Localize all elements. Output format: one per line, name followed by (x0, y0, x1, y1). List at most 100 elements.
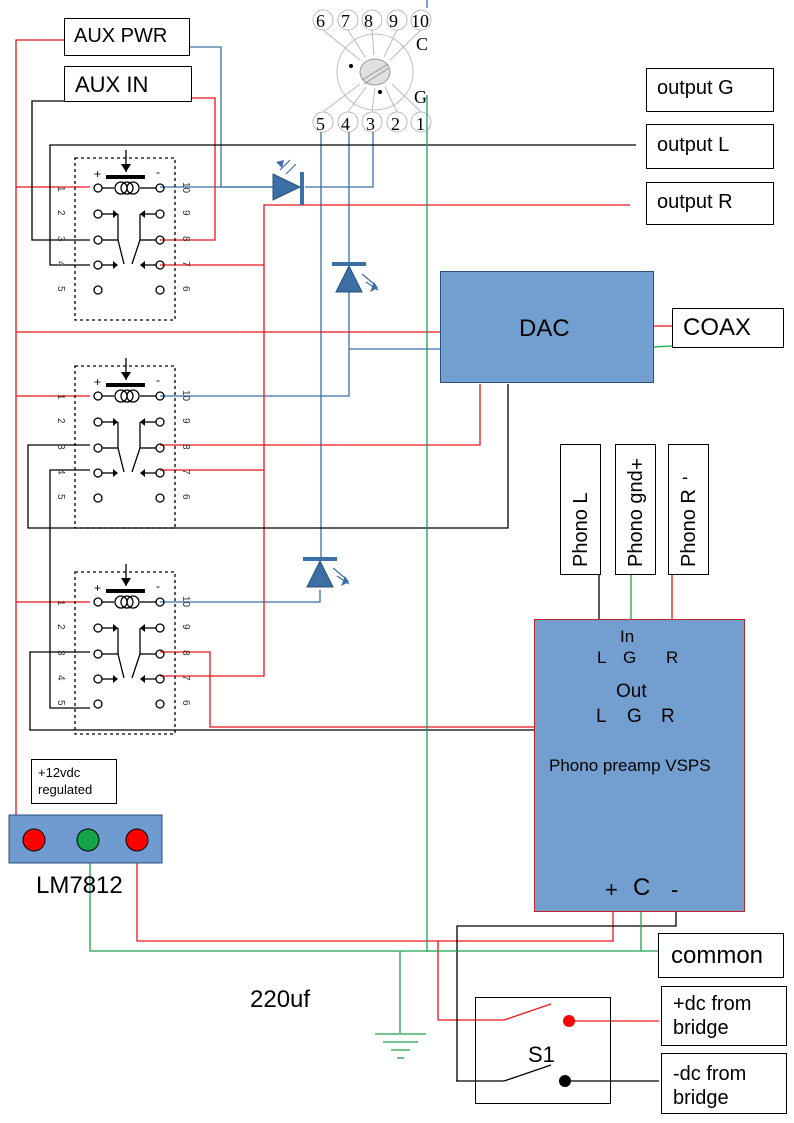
ground-symbol (375, 1033, 426, 1059)
regulator-text-1: +12vdc (38, 765, 81, 780)
relay-pin-7: 7 (180, 675, 191, 681)
plus-dc-label-2: bridge (673, 1017, 729, 1039)
relay-pin-2: 2 (55, 210, 66, 216)
socket-pin-1: 1 (416, 114, 425, 134)
output-r-label: output R (657, 191, 733, 213)
socket-pin-3: 3 (366, 114, 375, 134)
coax-label: COAX (683, 314, 752, 341)
common-label: common (671, 942, 764, 969)
phono-preamp-block: In L G R Out L G R Phono preamp VSPS + C… (534, 619, 745, 912)
relay-pin-2: 2 (55, 418, 66, 424)
led-2 (332, 262, 379, 293)
capacitor-label: 220uf (250, 986, 311, 1013)
plus-dc-label-1: +dc from (673, 993, 752, 1015)
phono-gnd-plus: + (631, 454, 643, 476)
relay-1: + - 1 2 3 (55, 150, 191, 321)
phono-l-box: Phono L (560, 444, 601, 575)
preamp-in-r: R (666, 648, 679, 667)
relay-pin-1: 1 (55, 394, 66, 400)
blue-wires (160, 0, 440, 603)
relay-pin-9: 9 (180, 210, 191, 216)
dac-label: DAC (519, 315, 570, 342)
socket-pin-8: 8 (364, 11, 373, 31)
preamp-out-label: Out (616, 681, 647, 702)
led-3 (303, 557, 350, 588)
preamp-in-l: L (597, 648, 607, 667)
minus-dc-label-2: bridge (673, 1087, 729, 1109)
phono-r-minus: - (682, 467, 688, 487)
regulator-pins (8, 814, 163, 864)
regulator-label-box: +12vdc regulated (31, 759, 117, 804)
relay-plus: + (94, 581, 101, 595)
relay-plus: + (94, 167, 101, 181)
coax-box: COAX (672, 308, 784, 348)
switch-s1-label: S1 (528, 1042, 555, 1067)
relay-pin-9: 9 (180, 624, 191, 630)
switch-s1-box: S1 (475, 997, 611, 1104)
socket-pin-5: 5 (316, 114, 325, 134)
phono-r-label: Phono R (678, 489, 700, 567)
relay-pin-3: 3 (55, 444, 66, 450)
preamp-in-g: G (623, 648, 637, 667)
socket-pin-2: 2 (391, 114, 400, 134)
relay-pin-4: 4 (55, 261, 66, 267)
lm7812-label: LM7812 (36, 872, 123, 899)
relay-pin-3: 3 (55, 236, 66, 242)
preamp-in-label: In (620, 627, 635, 646)
relay-pin-8: 8 (180, 650, 191, 656)
relay-pin-6: 6 (180, 494, 191, 500)
relay-minus: - (156, 373, 160, 387)
output-g-box: output G (646, 68, 774, 112)
switch-s1-symbol (503, 1003, 575, 1087)
relay-minus: - (156, 165, 160, 179)
relay-pin-1: 1 (55, 186, 66, 192)
regulator-text-2: regulated (38, 782, 93, 797)
phono-l-label: Phono L (570, 492, 592, 567)
socket-c-label: C (416, 34, 428, 54)
socket-g-label: G (414, 87, 427, 107)
aux-pwr-box: AUX PWR (64, 18, 190, 56)
relay-2: + - 1 2 3 (55, 358, 191, 529)
relay-pin-7: 7 (180, 261, 191, 267)
relay-plus: + (94, 375, 101, 389)
preamp-out-g: G (627, 706, 642, 727)
relay-pin-10: 10 (180, 596, 191, 608)
relay-pin-7: 7 (180, 469, 191, 475)
preamp-c: C (633, 874, 651, 901)
preamp-plus: + (605, 877, 618, 902)
relay-minus: - (156, 579, 160, 593)
preamp-out-r: R (661, 706, 675, 727)
phono-gnd-box: Phono gnd + (615, 444, 656, 575)
minus-dc-label-1: -dc from (673, 1063, 747, 1085)
socket-pin-10: 10 (411, 11, 429, 31)
minus-dc-box: -dc from bridge (661, 1053, 787, 1114)
relay-pin-4: 4 (55, 469, 66, 475)
plus-dc-box: +dc from bridge (661, 986, 787, 1046)
relay-pin-8: 8 (180, 236, 191, 242)
dac-block: DAC (440, 271, 654, 383)
preamp-out-l: L (596, 706, 607, 727)
relay-pin-10: 10 (180, 182, 191, 194)
aux-in-label: AUX IN (75, 72, 149, 97)
tube-socket: 6 7 8 9 10 C G 5 4 3 2 1 (312, 9, 432, 134)
relay-pin-5: 5 (55, 286, 66, 292)
led-1 (272, 159, 304, 205)
output-l-box: output L (646, 124, 774, 169)
relay-pin-6: 6 (180, 286, 191, 292)
common-box: common (658, 933, 784, 978)
regulator-gnd-green (76, 828, 100, 852)
output-r-box: output R (646, 182, 774, 225)
relay-pin-8: 8 (180, 444, 191, 450)
relay-pin-5: 5 (55, 494, 66, 500)
aux-in-box: AUX IN (64, 66, 192, 102)
output-g-label: output G (657, 77, 734, 99)
relay-pin-9: 9 (180, 418, 191, 424)
regulator-out-red (125, 828, 149, 852)
red-wires (15, 39, 673, 1022)
output-l-label: output L (657, 134, 730, 156)
relay-pin-4: 4 (55, 675, 66, 681)
socket-pin-7: 7 (341, 11, 350, 31)
relay-pin-5: 5 (55, 700, 66, 706)
regulator-in-red (22, 828, 46, 852)
